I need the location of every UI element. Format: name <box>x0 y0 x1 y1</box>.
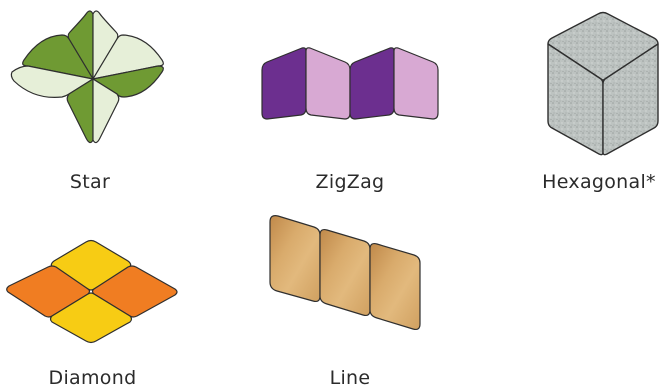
diamond-label: Diamond <box>0 367 185 389</box>
line-pattern-option[interactable]: Line <box>260 200 430 389</box>
diamond-pattern-option[interactable]: Diamond <box>0 200 185 389</box>
star-pattern-option[interactable]: Star <box>0 0 180 195</box>
zigzag-pattern-option[interactable]: ZigZag <box>250 0 450 195</box>
line-tile-pattern-icon <box>260 200 430 365</box>
diamond-tile-pattern-icon <box>0 200 185 350</box>
zigzag-label: ZigZag <box>250 171 450 193</box>
star-label: Star <box>0 171 180 193</box>
hexagonal-tile-pattern-icon <box>510 0 670 160</box>
hexagonal-label: Hexagonal* <box>504 171 671 193</box>
star-tile-pattern-icon <box>0 0 180 160</box>
zigzag-tile-pattern-icon <box>250 0 450 160</box>
line-label: Line <box>265 367 435 389</box>
hexagonal-pattern-option[interactable]: Hexagonal* <box>510 0 671 195</box>
